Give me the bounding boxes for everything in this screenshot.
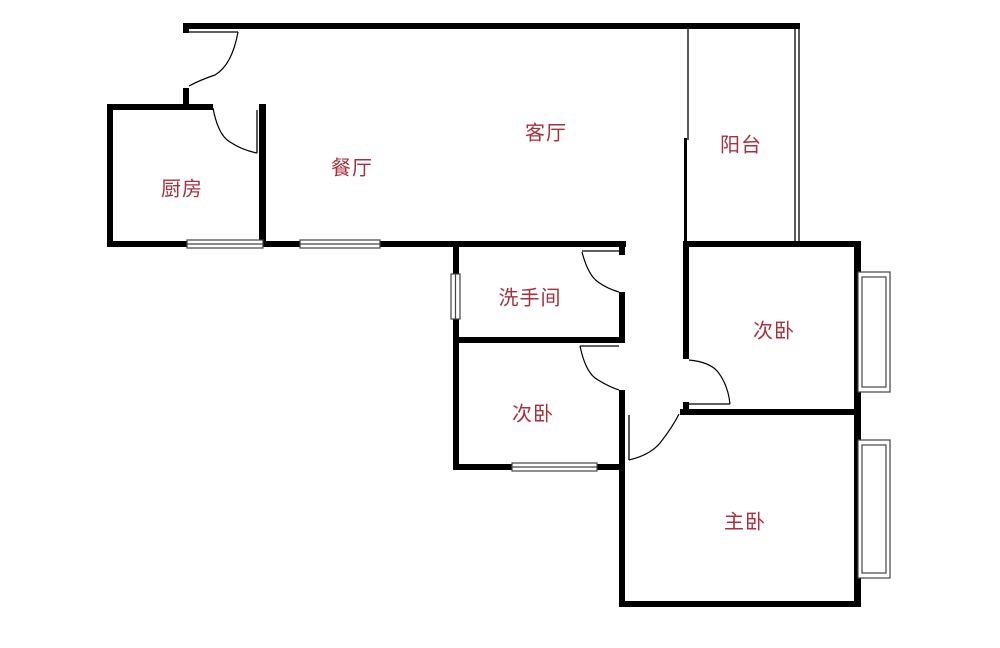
room-label-master-bedroom: 主卧: [724, 509, 766, 534]
room-label-secondary-bedroom-right: 次卧: [753, 318, 795, 343]
room-label-balcony: 阳台: [720, 132, 762, 157]
room-label-dining: 餐厅: [331, 155, 373, 180]
room-label-living: 客厅: [525, 120, 567, 145]
door-swings: [188, 31, 731, 461]
thin-lines: [189, 29, 800, 460]
small-bedroom-door-arc: [579, 345, 620, 391]
kitchen-door-arc: [212, 107, 258, 154]
room-label-kitchen: 厨房: [161, 176, 203, 201]
room-label-bathroom: 洗手间: [498, 285, 562, 310]
bathroom-door-arc: [581, 251, 620, 293]
master-door-arc: [628, 413, 680, 461]
windows: [186, 239, 891, 579]
right-bedroom-door-arc: [688, 359, 731, 405]
entry-door-arc: [188, 31, 239, 87]
room-label-secondary-bedroom-left: 次卧: [512, 401, 554, 426]
